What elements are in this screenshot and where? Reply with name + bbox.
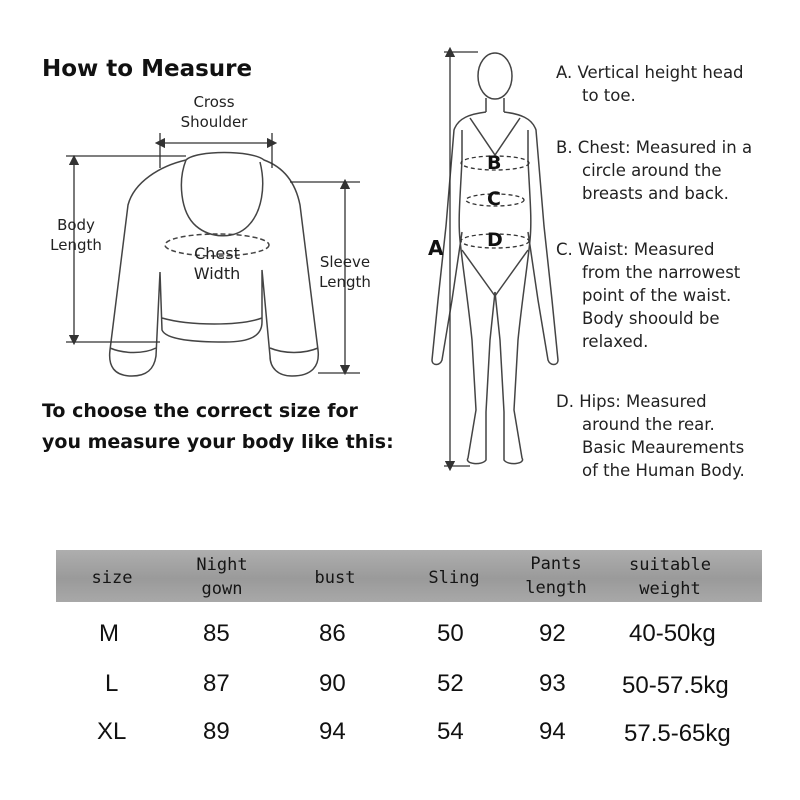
letter-a-label: A [428, 236, 444, 260]
header-bust: bust [314, 568, 356, 588]
header-night-gown: Night gown [196, 555, 248, 599]
measurement-c-description: C. Waist: Measured from the narrowest po… [556, 240, 741, 351]
table-cell-sling: 50 [437, 620, 464, 647]
measurement-a-description: A. Vertical height head to toe. [556, 63, 744, 105]
table-cell-pants-length: 94 [539, 718, 566, 745]
table-cell-pants-length: 92 [539, 620, 566, 647]
table-cell-pants-length: 93 [539, 670, 566, 697]
table-cell-sling: 52 [437, 670, 464, 697]
table-cell-weight: 40-50kg [629, 620, 716, 647]
table-cell-size: M [99, 620, 119, 647]
measurement-b-description: B. Chest: Measured in a circle around th… [556, 138, 753, 203]
measurement-d-description: D. Hips: Measured around the rear. Basic… [556, 392, 745, 480]
human-figure [431, 52, 559, 465]
table-cell-bust: 86 [319, 620, 346, 647]
letter-d-label: D [487, 229, 503, 251]
table-cell-sling: 54 [437, 718, 464, 745]
table-cell-nightgown: 85 [203, 620, 230, 647]
table-cell-weight: 50-57.5kg [622, 672, 729, 699]
table-cell-size: XL [97, 718, 127, 745]
header-suitable-weight: suitable weight [629, 555, 711, 599]
letter-c-label: C [487, 188, 501, 210]
size-table-header [56, 550, 762, 602]
page-title: How to Measure [42, 56, 253, 82]
header-size: size [91, 568, 133, 588]
chest-width-label: Chest Width [193, 244, 241, 283]
table-cell-nightgown: 87 [203, 670, 230, 697]
letter-b-label: B [487, 152, 502, 174]
body-length-label: Body Length [50, 216, 102, 254]
header-sling: Sling [428, 568, 480, 588]
garment-measure-arrows [66, 133, 360, 376]
cross-shoulder-label: Cross Shoulder [180, 93, 248, 131]
sweater-illustration [108, 151, 320, 377]
instruction-line-1: To choose the correct size for [42, 400, 358, 422]
table-cell-nightgown: 89 [203, 718, 230, 745]
table-cell-bust: 94 [319, 718, 346, 745]
body-measure-lines [444, 46, 530, 472]
sleeve-length-label: Sleeve Length [319, 253, 371, 291]
instruction-line-2: you measure your body like this: [42, 431, 394, 453]
header-pants-length: Pants length [525, 554, 587, 598]
table-cell-bust: 90 [319, 670, 346, 697]
table-cell-weight: 57.5-65kg [624, 720, 731, 747]
table-cell-size: L [105, 670, 119, 697]
